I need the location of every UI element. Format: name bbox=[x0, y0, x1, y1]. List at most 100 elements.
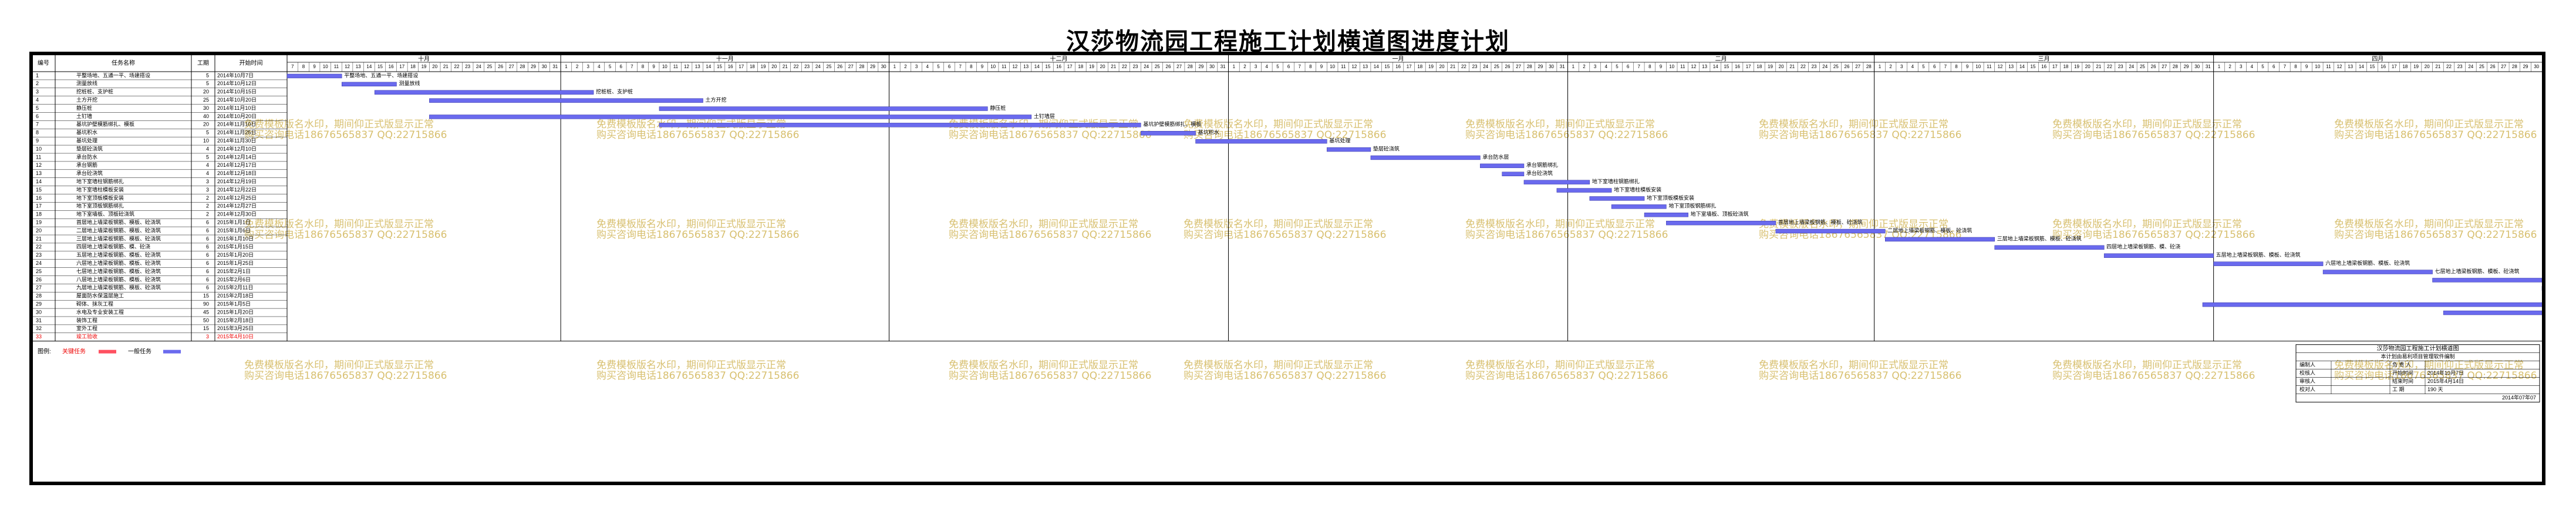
day-label: 1 bbox=[1572, 64, 1575, 69]
day-label: 3 bbox=[1594, 64, 1597, 69]
watermark-text: 免费模板版名水印，期间仰正式版显示正常 bbox=[1759, 359, 1948, 371]
day-label: 23 bbox=[1133, 64, 1138, 69]
row-name: 七层地上墙梁板钢筋、模板、砼浇筑 bbox=[76, 268, 161, 274]
row-name: 首层地上墙梁板钢筋、模板、砼浇筑 bbox=[76, 219, 161, 226]
day-label: 12 bbox=[1998, 64, 2003, 69]
row-duration: 6 bbox=[206, 227, 209, 233]
row-no: 6 bbox=[36, 113, 39, 119]
day-label: 17 bbox=[2392, 64, 2397, 69]
day-label: 14 bbox=[366, 64, 372, 69]
day-label: 11 bbox=[334, 64, 339, 69]
gantt-bar bbox=[2202, 302, 2542, 307]
day-label: 7 bbox=[1298, 64, 1301, 69]
row-duration: 5 bbox=[206, 130, 209, 136]
gantt-bar bbox=[1370, 155, 1481, 160]
day-label: 26 bbox=[498, 64, 503, 69]
day-label: 21 bbox=[1450, 64, 1455, 69]
legend-normal-swatch bbox=[163, 349, 181, 354]
watermark-text: 免费模板版名水印，期间仰正式版显示正常 bbox=[949, 359, 1138, 371]
watermark-text: 购买咨询电话18676565837 QQ:22715866 bbox=[1759, 129, 1961, 141]
row-no: 15 bbox=[36, 187, 42, 193]
day-label: 20 bbox=[1439, 64, 1445, 69]
bar-label: 基坑处理 bbox=[1329, 137, 1350, 144]
day-label: 29 bbox=[870, 64, 875, 69]
row-no: 3 bbox=[36, 89, 39, 95]
day-label: 28 bbox=[1527, 64, 1532, 69]
day-label: 25 bbox=[1833, 64, 1839, 69]
day-label: 5 bbox=[609, 64, 612, 69]
bar-label: 测量放线 bbox=[399, 80, 420, 86]
day-label: 19 bbox=[1428, 64, 1434, 69]
day-label: 22 bbox=[1122, 64, 1127, 69]
watermark-text: 购买咨询电话18676565837 QQ:22715866 bbox=[596, 129, 799, 141]
row-duration: 4 bbox=[206, 146, 209, 152]
day-label: 29 bbox=[1198, 64, 1203, 69]
day-label: 11 bbox=[1680, 64, 1685, 69]
gantt-bar bbox=[1994, 245, 2105, 250]
row-name: 地下室顶板钢筋绑扎 bbox=[76, 203, 124, 209]
page-title: 汉莎物流园工程施工计划横道图进度计划 bbox=[1066, 28, 1510, 55]
day-label: 28 bbox=[2173, 64, 2178, 69]
day-label: 9 bbox=[1966, 64, 1969, 69]
watermark-text: 免费模板版名水印，期间仰正式版显示正常 bbox=[244, 218, 434, 230]
day-label: 6 bbox=[2272, 64, 2275, 69]
day-label: 30 bbox=[2194, 64, 2200, 69]
day-label: 19 bbox=[2074, 64, 2079, 69]
watermark-text: 免费模板版名水印，期间仰正式版显示正常 bbox=[1759, 218, 1948, 230]
day-label: 18 bbox=[2402, 64, 2408, 69]
day-label: 19 bbox=[2413, 64, 2419, 69]
row-duration: 2 bbox=[206, 203, 209, 209]
day-label: 24 bbox=[1483, 64, 1488, 69]
bar-label: 地下室墙柱模板安装 bbox=[1614, 186, 1661, 193]
day-label: 22 bbox=[1800, 64, 1806, 69]
day-label: 15 bbox=[2031, 64, 2036, 69]
day-label: 1 bbox=[2218, 64, 2221, 69]
watermark-text: 免费模板版名水印，期间仰正式版显示正常 bbox=[2334, 218, 2524, 230]
gantt-bar bbox=[1195, 139, 1327, 144]
day-label: 20 bbox=[2085, 64, 2091, 69]
row-name: 承台钢筋 bbox=[76, 162, 97, 168]
row-start: 2014年12月19日 bbox=[217, 178, 257, 184]
watermark-text: 购买咨询电话18676565837 QQ:22715866 bbox=[596, 229, 799, 241]
day-label: 27 bbox=[1516, 64, 1521, 69]
row-duration: 50 bbox=[203, 317, 209, 323]
gantt-bar bbox=[1775, 228, 1886, 234]
day-label: 18 bbox=[1417, 64, 1422, 69]
day-label: 5 bbox=[1616, 64, 1619, 69]
row-duration: 5 bbox=[206, 72, 209, 78]
day-label: 12 bbox=[684, 64, 689, 69]
day-label: 16 bbox=[1056, 64, 1061, 69]
day-label: 5 bbox=[2261, 64, 2264, 69]
row-name: 垫层砼浇筑 bbox=[76, 145, 103, 152]
row-duration: 3 bbox=[206, 187, 209, 193]
day-label: 21 bbox=[783, 64, 788, 69]
day-label: 13 bbox=[2348, 64, 2353, 69]
day-label: 16 bbox=[2041, 64, 2046, 69]
row-no: 19 bbox=[36, 220, 42, 226]
row-start: 2014年12月18日 bbox=[217, 170, 257, 176]
row-start: 2014年10月7日 bbox=[217, 72, 254, 78]
gantt-bar bbox=[1611, 204, 1667, 209]
row-no: 4 bbox=[36, 97, 39, 103]
row-name: 八层地上墙梁板钢筋、模板、砼浇筑 bbox=[76, 276, 161, 283]
gantt-bar bbox=[341, 82, 397, 87]
bar-label: 地下室墙柱钢筋绑扎 bbox=[1592, 178, 1640, 184]
day-label: 21 bbox=[443, 64, 449, 69]
bar-label: 平整场地、五通一平、场建搭设 bbox=[344, 72, 418, 78]
row-start: 2014年12月17日 bbox=[217, 162, 257, 168]
day-label: 24 bbox=[815, 64, 821, 69]
month-label: 十二月 bbox=[1050, 55, 1068, 63]
row-name: 竣工验收 bbox=[76, 333, 97, 339]
row-name: 地下室墙板、顶板砼浇筑 bbox=[76, 211, 134, 217]
gantt-bar bbox=[429, 115, 1032, 119]
gantt-bar bbox=[1885, 237, 1995, 242]
row-duration: 30 bbox=[203, 105, 209, 111]
day-label: 20 bbox=[1100, 64, 1105, 69]
day-label: 12 bbox=[2337, 64, 2342, 69]
gantt-bar bbox=[2213, 261, 2324, 266]
day-label: 12 bbox=[1691, 64, 1697, 69]
watermark-text: 购买咨询电话18676565837 QQ:22715866 bbox=[2334, 370, 2537, 382]
bar-label: 地下室墙板、顶板砼浇筑 bbox=[1691, 211, 1749, 217]
row-start: 2014年11月30日 bbox=[217, 137, 256, 144]
day-label: 5 bbox=[1922, 64, 1925, 69]
